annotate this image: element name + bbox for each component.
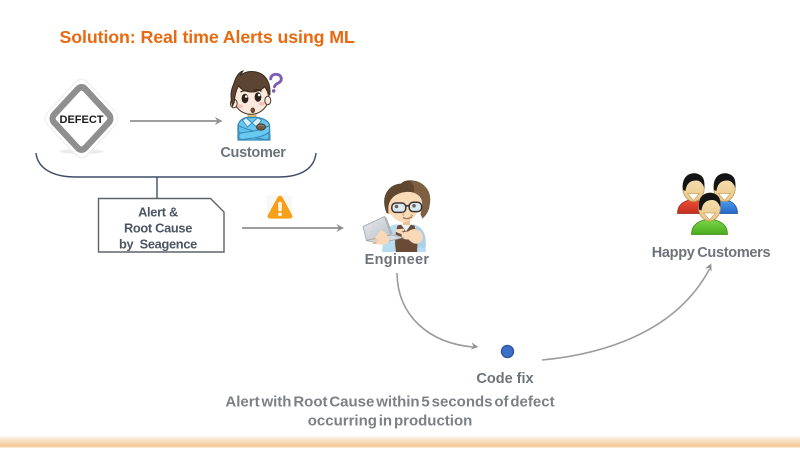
svg-text:by Seagence: by Seagence — [119, 237, 197, 252]
svg-text:Alert &: Alert & — [138, 205, 178, 220]
svg-text:Root Cause: Root Cause — [124, 221, 192, 236]
svg-text:Solution: Real time Alerts usi: Solution: Real time Alerts using ML — [60, 27, 355, 47]
svg-text:occurring in production: occurring in production — [308, 413, 473, 430]
svg-text:Engineer: Engineer — [365, 252, 430, 268]
svg-text:Happy Customers: Happy Customers — [652, 245, 771, 261]
svg-text:Customer: Customer — [220, 145, 286, 161]
svg-text:Alert with Root Cause within 5: Alert with Root Cause within 5 seconds o… — [225, 394, 554, 411]
svg-text:DEFECT: DEFECT — [60, 114, 104, 126]
svg-text:Code fix: Code fix — [476, 371, 533, 387]
